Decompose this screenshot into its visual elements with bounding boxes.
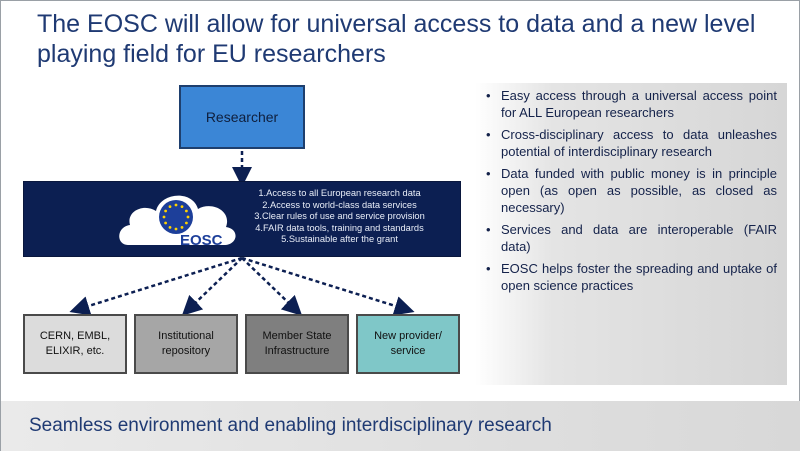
eosc-points-list: 1.Access to all European research data 2… xyxy=(222,188,457,246)
footer-text: Seamless environment and enabling interd… xyxy=(29,415,552,436)
slide-title: The EOSC will allow for universal access… xyxy=(37,10,756,68)
provider-label-line2: repository xyxy=(161,345,211,357)
provider-label-line2: service xyxy=(390,345,426,357)
provider-label-line1: Institutional xyxy=(158,330,214,342)
connector-eosc-provider-1 xyxy=(69,256,243,316)
connector-eosc-provider-2 xyxy=(181,257,243,316)
eosc-logo-text: EOSC xyxy=(180,232,223,249)
bullet-item: Data funded with public money is in prin… xyxy=(483,165,777,217)
provider-label-line1: New provider/ xyxy=(374,330,442,342)
eosc-cloud-logo: EOSC xyxy=(119,195,236,249)
eosc-point: 3.Clear rules of use and service provisi… xyxy=(254,211,425,222)
researcher-box: Researcher xyxy=(179,85,305,149)
provider-label-line1: Member State xyxy=(262,330,332,342)
eu-stars-icon xyxy=(162,203,190,231)
provider-label-line2: Infrastructure xyxy=(264,345,330,357)
provider-box-cern-embl: CERN, EMBL, ELIXIR, etc. xyxy=(23,314,127,374)
eosc-point: 5.Sustainable after the grant xyxy=(281,234,398,245)
bullet-item: Cross-disciplinary access to data unleas… xyxy=(483,126,777,161)
footer-band: Seamless environment and enabling interd… xyxy=(1,401,800,451)
eosc-box: EOSC 1.Access to all European research d… xyxy=(23,181,461,257)
eosc-point: 1.Access to all European research data xyxy=(258,188,421,198)
provider-label-line2: ELIXIR, etc. xyxy=(45,345,105,357)
bullet-list: Easy access through a universal access p… xyxy=(475,87,787,294)
eosc-point: 4.FAIR data tools, training and standard… xyxy=(255,222,424,233)
bullet-panel: Easy access through a universal access p… xyxy=(475,83,787,385)
bullet-item: Easy access through a universal access p… xyxy=(483,87,777,122)
connector-eosc-provider-4 xyxy=(241,256,415,316)
eosc-point: 2.Access to world-class data services xyxy=(262,199,417,210)
connector-eosc-provider-3 xyxy=(241,257,303,316)
provider-label-line1: CERN, EMBL, xyxy=(39,330,111,342)
researcher-label: Researcher xyxy=(205,109,279,125)
provider-box-member-state: Member State Infrastructure xyxy=(245,314,349,374)
eu-flag-icon xyxy=(159,200,193,234)
bullet-item: Services and data are interoperable (FAI… xyxy=(483,221,777,256)
bullet-item: EOSC helps foster the spreading and upta… xyxy=(483,260,777,295)
provider-box-institutional: Institutional repository xyxy=(134,314,238,374)
provider-box-new-provider: New provider/ service xyxy=(356,314,460,374)
